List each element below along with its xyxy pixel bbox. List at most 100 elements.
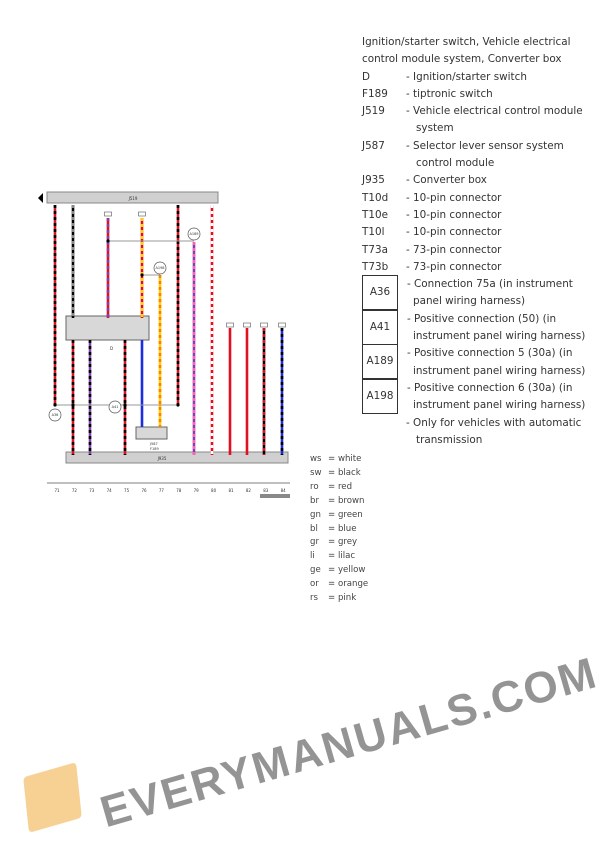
legend-item: T73b - 73-pin connector (362, 259, 592, 276)
page-marker-icon (38, 193, 43, 203)
legend-desc: - Converter box (406, 174, 487, 187)
legend-note-text: - Only for vehicles with automatic trans… (406, 416, 582, 446)
connector-terminal (278, 322, 286, 328)
connection-code-box: A36 (362, 275, 398, 311)
color-name: grey (337, 537, 358, 548)
legend-desc: - 10-pin connector (406, 191, 502, 204)
color-item: rs= pink (310, 592, 368, 606)
junction-dot (71, 403, 75, 407)
color-name: black (337, 467, 361, 478)
color-item: gr= grey (310, 536, 368, 550)
color-item: ws= white (310, 453, 368, 467)
color-item: ge= yellow (310, 564, 368, 578)
connection-label: A189 (189, 232, 198, 236)
legend-item: T10e- 10-pin connector (362, 207, 592, 224)
legend-connection: A198- Positive connection 6 (30a) (in in… (362, 378, 592, 415)
legend-desc: - Positive connection (50) (in instrumen… (407, 312, 586, 343)
legend-desc: - 10-pin connector (406, 208, 502, 221)
legend-item: D- Ignition/starter switch (362, 69, 592, 86)
connection-circle (48, 408, 62, 422)
color-item: li= lilac (310, 550, 368, 564)
legend-code: T10d (362, 191, 389, 204)
track-number: 71 (54, 488, 60, 493)
connector-terminal (260, 322, 268, 328)
legend-item: J587- Selector lever sensor system contr… (362, 138, 592, 173)
color-abbr: bl (310, 523, 318, 534)
legend-code: T73b (362, 260, 389, 273)
color-item: gn= green (310, 509, 368, 523)
connector-terminal (243, 322, 251, 328)
color-name: pink (337, 593, 357, 604)
legend-desc: - tiptronic switch (406, 87, 493, 100)
connection-circle (153, 261, 167, 275)
track-number: 81 (228, 488, 234, 493)
junction-dot (176, 403, 180, 407)
color-item: sw= black (310, 467, 368, 481)
legend-connection: A41 - Positive connection (50) (in instru… (362, 309, 592, 346)
track-number: 80 (211, 488, 217, 493)
connector-terminal (226, 322, 234, 328)
component-legend: Ignition/starter switch, Vehicle electri… (362, 34, 592, 449)
legend-desc: - Connection 75a (in instrument panel wi… (407, 278, 573, 308)
j587-box (135, 426, 168, 440)
legend-desc: - Ignition/starter switch (406, 70, 527, 83)
legend-note: - Only for vehicles with automatic trans… (362, 415, 592, 450)
connector-terminal (138, 211, 146, 217)
track-number: 84 (281, 488, 287, 493)
legend-desc: - 73-pin connector (406, 260, 502, 273)
connection-circle (187, 227, 201, 241)
legend-desc: - 73-pin connector (406, 243, 502, 256)
color-abbr: rs (310, 593, 319, 604)
color-abbr: gn (310, 509, 321, 520)
j587-label: J587 (149, 442, 158, 446)
color-name: orange (337, 579, 369, 590)
color-name: white (337, 454, 362, 464)
legend-desc: - Vehicle electrical control module syst… (406, 105, 583, 135)
switch-label: D (110, 346, 113, 351)
legend-connection: A36 - Connection 75a (in instrument panel… (362, 275, 592, 311)
legend-item: T10l- 10-pin connector (362, 224, 592, 241)
junction-dot (53, 403, 57, 407)
legend-connection: A189- Positive connection 5 (30a) (in in… (362, 344, 592, 380)
connection-circle (108, 400, 122, 414)
j519-label: J519 (128, 196, 138, 201)
color-item: bl= blue (310, 523, 368, 537)
track-number: 76 (141, 488, 147, 493)
legend-item: T73a - 73-pin connector (362, 242, 592, 259)
connection-label: A36 (52, 413, 59, 417)
j519-box (46, 191, 219, 204)
junction-dot (123, 403, 127, 407)
legend-item: J935- Converter box (362, 172, 592, 189)
color-abbr: sw (310, 467, 322, 478)
color-name: yellow (337, 565, 366, 576)
color-item: br= brown (310, 495, 368, 509)
color-item: ro= red (310, 481, 368, 495)
color-name: green (337, 509, 363, 520)
j935-box (65, 451, 289, 464)
f189-label: F189 (150, 447, 159, 451)
color-item: or= orange (310, 578, 368, 592)
connection-code-box: A189 (362, 344, 398, 380)
color-abbr: ws (310, 454, 322, 464)
ignition-switch-box (65, 315, 150, 341)
legend-code: T73a (362, 243, 388, 256)
legend-connections: A36 - Connection 75a (in instrument panel… (362, 275, 592, 415)
diagram-id-tag (260, 494, 290, 498)
j935-label: J935 (157, 456, 167, 461)
connection-label: A198 (155, 266, 164, 270)
connection-label: A41 (112, 405, 119, 409)
color-abbr: ro (310, 481, 319, 492)
connection-code-box: A198 (362, 378, 398, 414)
color-abbr: br (310, 495, 319, 506)
junction-dot (140, 273, 144, 277)
track-number: 78 (176, 488, 182, 493)
color-name: brown (337, 495, 365, 506)
track-number: 83 (263, 488, 269, 493)
connection-code-box: A41 (362, 309, 398, 345)
legend-item: J519- Vehicle electrical control module … (362, 103, 592, 138)
track-number: 82 (246, 488, 252, 493)
legend-item: F189- tiptronic switch (362, 86, 592, 103)
track-number: 77 (159, 488, 165, 493)
